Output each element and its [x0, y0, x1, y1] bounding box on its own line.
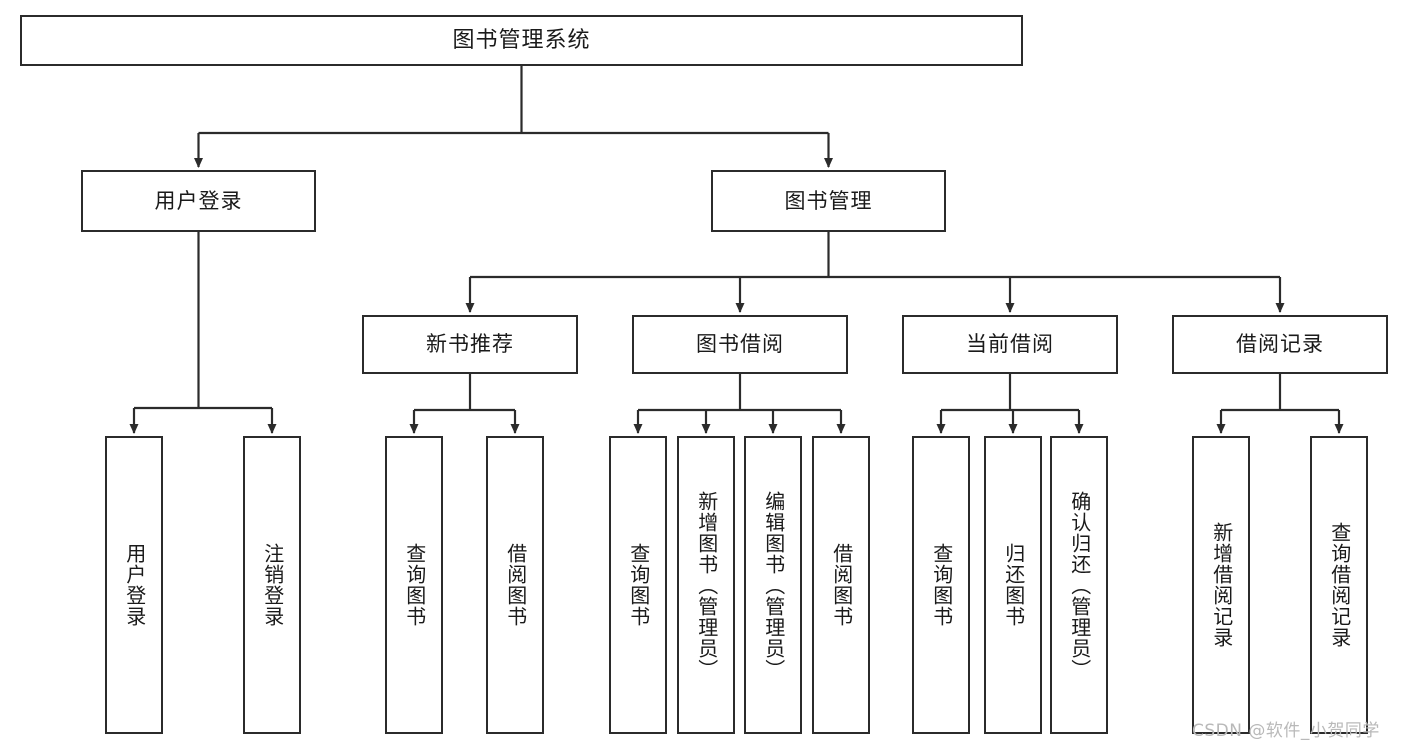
node-label: 新书推荐	[426, 332, 514, 357]
node-leaf-rec-borrow-book[interactable]: 借阅图书	[486, 436, 544, 734]
node-label: 确认归还（管理员）	[1067, 490, 1092, 680]
node-label: 借阅记录	[1236, 332, 1324, 357]
edges-group	[129, 66, 1344, 434]
node-leaf-cur-return-book[interactable]: 归还图书	[984, 436, 1042, 734]
node-leaf-user-login[interactable]: 用户登录	[105, 436, 163, 734]
node-label: 归还图书	[1001, 543, 1026, 627]
node-label: 查询借阅记录	[1327, 522, 1352, 648]
node-book-manage[interactable]: 图书管理	[711, 170, 946, 232]
node-new-book-rec[interactable]: 新书推荐	[362, 315, 578, 374]
node-leaf-rec-add-record[interactable]: 新增借阅记录	[1192, 436, 1250, 734]
node-book-borrow[interactable]: 图书借阅	[632, 315, 848, 374]
csdn-watermark: CSDN @软件_小贺同学	[1192, 721, 1380, 741]
node-root[interactable]: 图书管理系统	[20, 15, 1023, 66]
node-leaf-cur-confirm-return[interactable]: 确认归还（管理员）	[1050, 436, 1108, 734]
node-leaf-rec-query-record[interactable]: 查询借阅记录	[1310, 436, 1368, 734]
node-leaf-borrow-add-book[interactable]: 新增图书（管理员）	[677, 436, 735, 734]
node-label: 查询图书	[626, 543, 651, 627]
node-label: 当前借阅	[966, 332, 1054, 357]
node-current-borrow[interactable]: 当前借阅	[902, 315, 1118, 374]
node-label: 用户登录	[154, 188, 243, 213]
node-leaf-borrow-borrow-book[interactable]: 借阅图书	[812, 436, 870, 734]
node-leaf-user-logout[interactable]: 注销登录	[243, 436, 301, 734]
node-borrow-record[interactable]: 借阅记录	[1172, 315, 1388, 374]
node-label: 图书借阅	[696, 332, 784, 357]
node-label: 用户登录	[122, 543, 147, 627]
node-label: 借阅图书	[503, 543, 528, 627]
node-label: 注销登录	[260, 543, 285, 627]
node-label: 新增图书（管理员）	[694, 490, 719, 680]
node-label: 查询图书	[929, 543, 954, 627]
node-leaf-borrow-query-book[interactable]: 查询图书	[609, 436, 667, 734]
node-label: 新增借阅记录	[1209, 522, 1234, 648]
node-label: 图书管理	[784, 188, 873, 213]
node-label: 查询图书	[402, 543, 427, 627]
node-label: 图书管理系统	[452, 27, 591, 53]
node-label: 编辑图书（管理员）	[761, 490, 786, 680]
node-user-login[interactable]: 用户登录	[81, 170, 316, 232]
node-leaf-cur-query-book[interactable]: 查询图书	[912, 436, 970, 734]
node-label: 借阅图书	[829, 543, 854, 627]
node-leaf-rec-query-book[interactable]: 查询图书	[385, 436, 443, 734]
node-leaf-borrow-edit-book[interactable]: 编辑图书（管理员）	[744, 436, 802, 734]
